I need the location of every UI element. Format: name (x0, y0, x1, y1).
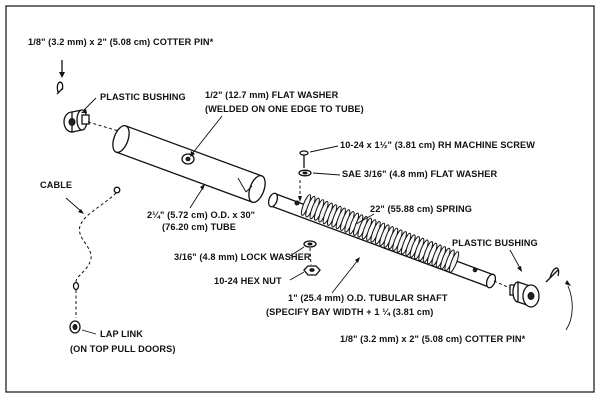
leader-flat-washer (191, 115, 223, 155)
spring-coil (448, 251, 460, 273)
leader-cable (65, 197, 83, 213)
flat-washer-welded (181, 153, 195, 165)
lap-link (69, 320, 81, 334)
leader-lap-link (81, 329, 97, 335)
label-spring: 22" (55.88 cm) SPRING (370, 204, 472, 214)
leader-spring (355, 213, 375, 225)
label-tube-line1: 2¼" (5.72 cm) O.D. x 30" (147, 210, 255, 220)
assembly-centerline-left (87, 121, 123, 133)
label-tube-line2: (76.20 cm) TUBE (162, 222, 236, 232)
sae-flat-washer (298, 169, 312, 177)
assembly-centerline-right (493, 280, 511, 289)
plastic-bushing-left (63, 109, 90, 133)
leader-bushing-left (83, 97, 97, 111)
leader-tubular-shaft (331, 259, 359, 294)
label-plastic-bushing-left: PLASTIC BUSHING (100, 92, 186, 102)
leader-hex-nut (289, 271, 305, 281)
cable (72, 186, 121, 318)
label-machine-screw: 10-24 x 1½" (3.81 cm) RH MACHINE SCREW (340, 140, 535, 150)
cotter-pin-left (56, 60, 65, 95)
leader-bushing-right (509, 249, 521, 269)
label-cable: CABLE (40, 180, 72, 190)
label-lap-link-line1: LAP LINK (100, 329, 143, 339)
label-lock-washer: 3/16" (4.8 mm) LOCK WASHER (174, 252, 311, 262)
label-sae-washer: SAE 3/16" (4.8 mm) FLAT WASHER (342, 169, 497, 179)
label-lap-link-line2: (ON TOP PULL DOORS) (70, 344, 176, 354)
plastic-bushing-right (509, 281, 540, 308)
label-plastic-bushing-right: PLASTIC BUSHING (452, 238, 538, 248)
label-tubular-shaft-line2: (SPECIFY BAY WIDTH + 1 ¼ (3.81 cm) (266, 307, 433, 317)
leader-sae-washer (312, 172, 341, 176)
cotter-pin-right (545, 267, 573, 331)
diagram-frame (5, 5, 595, 393)
label-cotter-pin-bottom: 1/8" (3.2 mm) x 2" (5.08 cm) COTTER PIN* (340, 334, 526, 344)
hex-nut (303, 265, 321, 276)
label-tubular-shaft-line1: 1" (25.4 mm) O.D. TUBULAR SHAFT (288, 293, 448, 303)
leader-tube (189, 185, 205, 209)
leader-lock-washer (289, 246, 305, 257)
spring (300, 194, 460, 273)
label-flat-washer-line1: 1/2" (12.7 mm) FLAT WASHER (205, 90, 339, 100)
lock-washer (303, 240, 317, 248)
label-flat-washer-line2: (WELDED ON ONE EDGE TO TUBE) (205, 104, 364, 114)
label-hex-nut: 10-24 HEX NUT (214, 276, 282, 286)
machine-screw (299, 150, 309, 168)
leader-machine-screw (309, 145, 339, 153)
label-cotter-pin-top: 1/8" (3.2 mm) x 2" (5.08 cm) COTTER PIN* (28, 37, 214, 47)
